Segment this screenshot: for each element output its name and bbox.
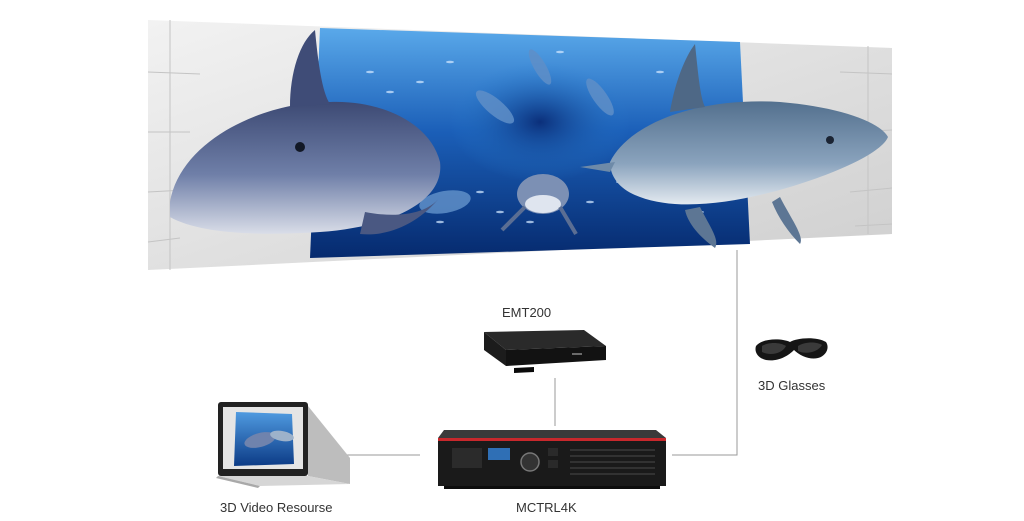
3d-glasses-icon	[755, 338, 828, 361]
laptop-icon	[216, 402, 350, 488]
mctrl4k-controller-icon	[438, 430, 666, 489]
controller-label: MCTRL4K	[516, 500, 577, 515]
center-dolphin	[500, 174, 578, 236]
emt200-box-icon	[484, 330, 606, 373]
video-source-label: 3D Video Resourse	[220, 500, 333, 515]
left-dolphin	[170, 30, 441, 235]
glasses-label: 3D Glasses	[758, 378, 826, 393]
led-wall-3d-dolphins	[147, 20, 893, 270]
emt200-label: EMT200	[502, 305, 552, 320]
line-controller-to-screen	[672, 250, 738, 456]
right-dolphin	[580, 44, 888, 248]
